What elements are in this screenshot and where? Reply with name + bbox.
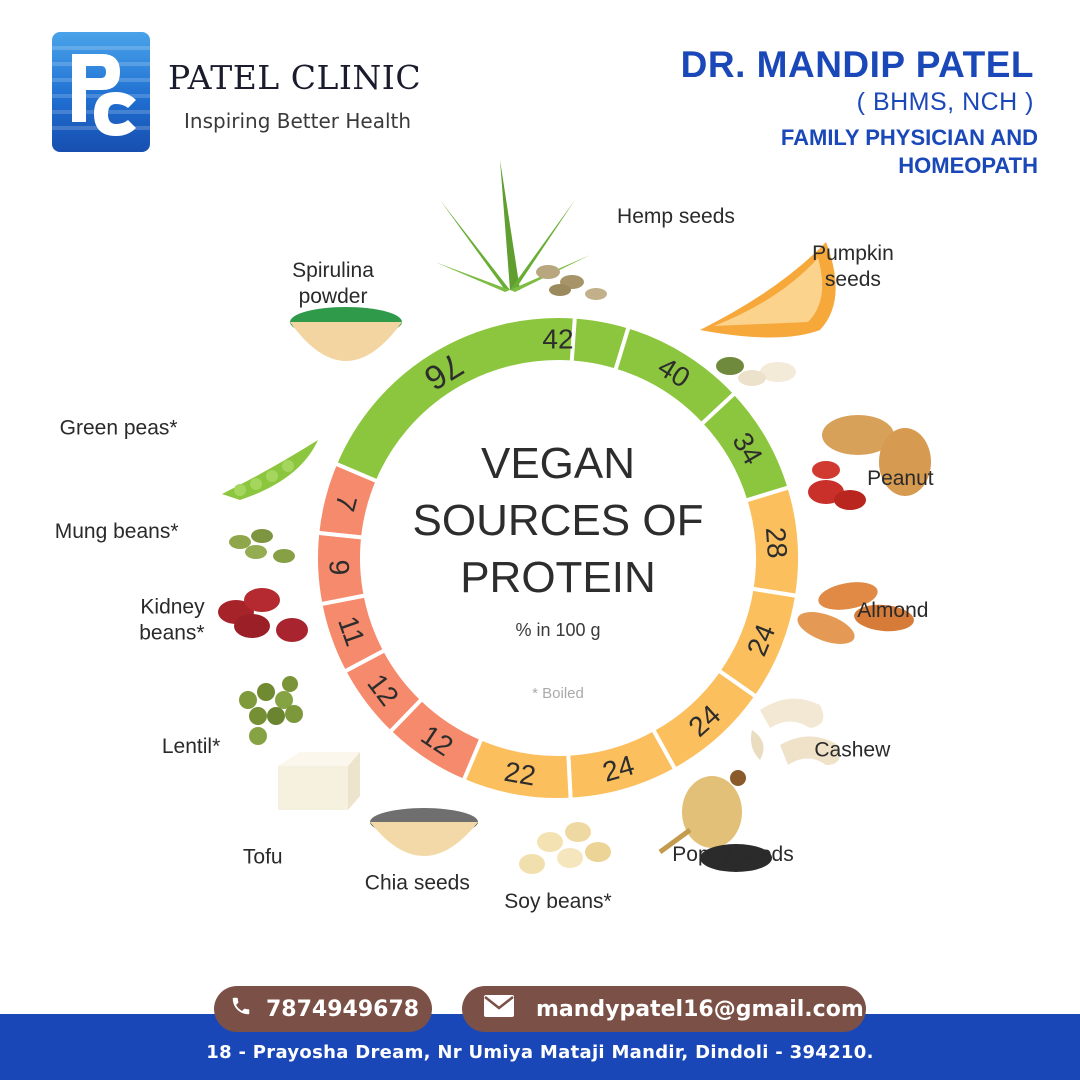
chart-title-line-2: SOURCES OF bbox=[413, 496, 704, 545]
doctor-name: DR. MANDIP PATEL bbox=[680, 44, 1034, 85]
food-label: Chia seeds bbox=[365, 871, 470, 894]
clinic-name: PATEL CLINIC bbox=[168, 58, 422, 97]
food-label: Peanut bbox=[867, 467, 934, 490]
kidney-beans-icon bbox=[218, 588, 308, 642]
chart-note: * Boiled bbox=[532, 685, 584, 702]
almond-icon bbox=[797, 582, 914, 644]
food-label: Tofu bbox=[243, 846, 283, 869]
food-label: Lentil* bbox=[162, 735, 220, 758]
food-label: Cashew bbox=[814, 739, 891, 762]
spirulina-powder-icon bbox=[290, 307, 402, 361]
email-contact[interactable]: mandypatel16@gmail.com bbox=[462, 986, 866, 1032]
green-peas-icon bbox=[222, 440, 318, 500]
donut-value-label: 7 bbox=[329, 492, 363, 515]
chart-title-line-1: VEGAN bbox=[481, 439, 635, 488]
donut-segment bbox=[332, 314, 578, 485]
phone-contact[interactable]: 7874949678 bbox=[214, 986, 432, 1032]
doctor-specialty: FAMILY PHYSICIAN AND HOMEOPATH bbox=[780, 125, 1038, 178]
phone-icon bbox=[230, 995, 252, 1023]
food-illustrations bbox=[218, 160, 931, 874]
chart-subtitle: % in 100 g bbox=[515, 620, 600, 640]
food-label: Green peas* bbox=[60, 416, 178, 439]
clinic-tagline: Inspiring Better Health bbox=[184, 109, 412, 133]
chia-seeds-icon bbox=[370, 808, 478, 856]
food-label: Hemp seeds bbox=[617, 205, 735, 228]
cashew-icon bbox=[751, 698, 840, 765]
clinic-logo bbox=[52, 32, 150, 152]
donut-value-label: 9 bbox=[323, 559, 355, 576]
tofu-icon bbox=[278, 752, 360, 810]
donut-value-label: 28 bbox=[760, 526, 793, 559]
poppy-seeds-icon bbox=[658, 770, 772, 872]
food-label: Almond bbox=[857, 599, 928, 622]
pumpkin-seeds-icon bbox=[700, 242, 836, 386]
hemp-leaf-icon bbox=[435, 160, 607, 300]
peanut-icon bbox=[808, 415, 931, 510]
clinic-address: 18 - Prayosha Dream, Nr Umiya Mataji Man… bbox=[206, 1042, 874, 1063]
doctor-qualification: ( BHMS, NCH ) bbox=[856, 88, 1034, 116]
soy-beans-icon bbox=[519, 822, 611, 874]
food-label: Soy beans* bbox=[504, 890, 611, 913]
food-label: Poppy seeds bbox=[672, 843, 793, 866]
phone-number: 7874949678 bbox=[266, 996, 420, 1022]
chart-title-line-3: PROTEIN bbox=[460, 553, 656, 602]
donut-value-label: 22 bbox=[502, 756, 538, 792]
email-address: mandypatel16@gmail.com bbox=[536, 996, 864, 1022]
mung-beans-icon bbox=[229, 529, 295, 563]
donut-segments bbox=[314, 314, 802, 802]
pc-logo-mark bbox=[72, 54, 136, 136]
lentil-icon bbox=[239, 676, 303, 745]
food-label: Mung beans* bbox=[55, 520, 179, 543]
mail-icon bbox=[484, 995, 514, 1023]
donut-value-label: 42 bbox=[542, 324, 573, 355]
